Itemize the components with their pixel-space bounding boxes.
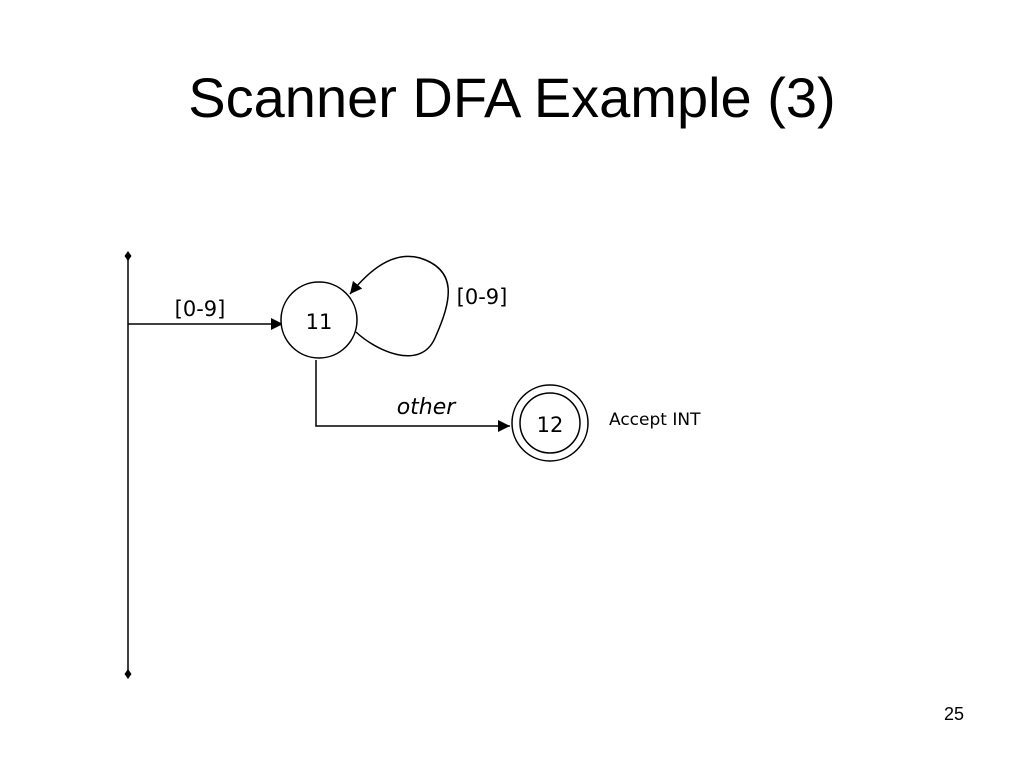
transition-11-to-12-label: other [397,395,458,420]
start-rail [124,251,132,679]
state-11-label: 11 [306,310,333,334]
transition-11-self-loop-label: [0-9] [457,285,508,309]
transition-11-self-loop [349,255,450,357]
rail-bottom-diamond-icon [124,669,132,679]
transition-start-to-11-label: [0-9] [175,297,226,321]
rail-top-diamond-icon [124,251,132,261]
state-12-label: 12 [537,413,564,437]
transition-11-to-12 [315,360,510,432]
state-11: 11 [280,281,358,359]
state-12: 12 [511,384,589,462]
slide-number: 25 [943,704,964,724]
accept-annotation: Accept INT [609,410,701,430]
slide-title: Scanner DFA Example (3) [188,66,836,129]
